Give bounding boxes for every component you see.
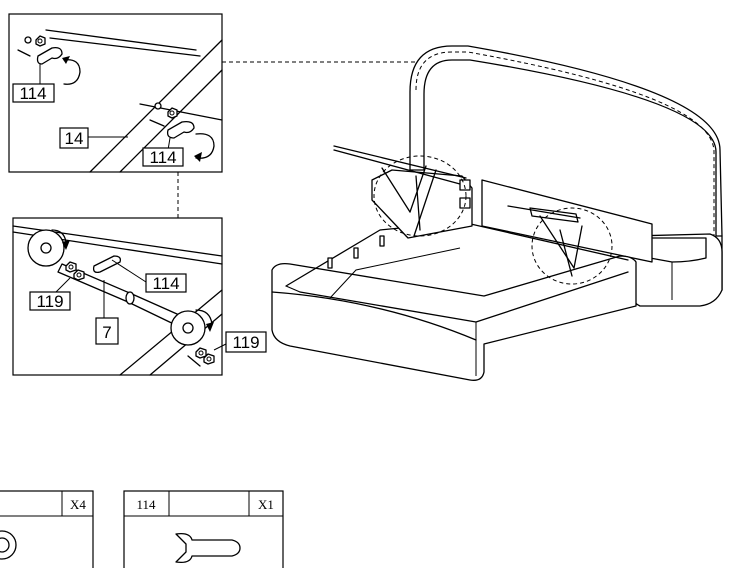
pivot-plate-right [170,309,214,346]
wrench-icon-2 [166,120,195,139]
legend-qty-1: X4 [70,497,86,512]
legend-qty-2: X1 [258,497,274,512]
part-label-14: 14 [65,129,84,148]
bed-frame-illustration [271,45,723,381]
wrench-icon [36,46,63,65]
detail-inset-top: 114 14 114 [8,13,223,173]
part-label-114: 114 [19,84,46,103]
rotate-arrow-icon-2 [194,133,215,162]
detail-leaders [177,61,418,218]
pivot-plate-left [27,229,70,267]
wrench-icon-legend [175,532,241,564]
washer-icon [0,530,17,560]
nut-bolt-top-left [17,35,46,57]
part-label-119b: 119 [232,333,259,352]
parts-legend-box-2: 114 X1 [123,490,284,568]
nut-119-bottom [187,347,215,367]
frame-clips [327,225,411,269]
nut-119-top [65,261,85,281]
parts-legend-box-1: X4 [0,490,94,568]
part-label-114c: 114 [152,274,179,293]
detail-inset-bottom: 114 119 7 119 [12,217,267,376]
part-label-119: 119 [36,292,63,311]
legend-part-number: 114 [136,497,156,512]
part-label-7: 7 [102,323,111,342]
part-label-114b: 114 [149,148,176,167]
pin-bolt [92,255,147,283]
rotate-arrow-icon [62,56,81,85]
nut-bolt-lower [149,102,178,127]
